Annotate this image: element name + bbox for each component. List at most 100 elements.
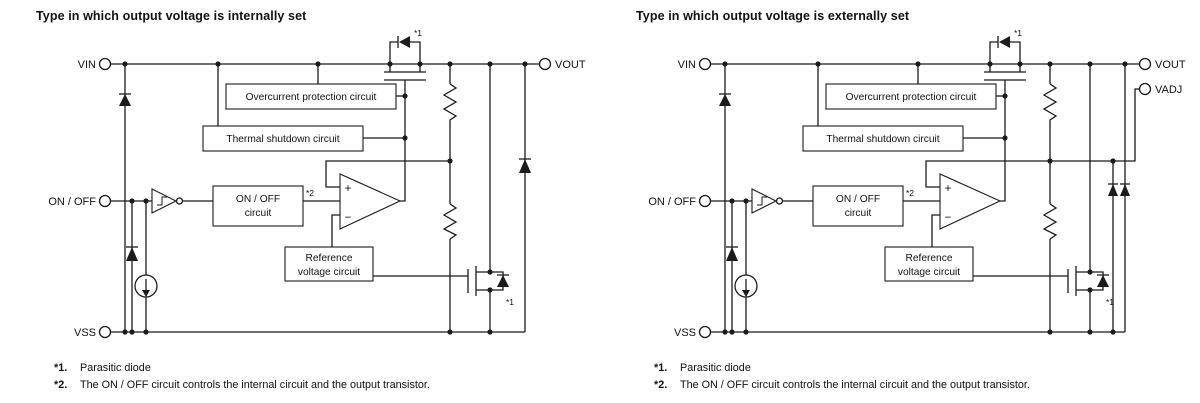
footnote-1-label: *1. — [654, 362, 668, 374]
parasitic-diode-top-icon — [997, 36, 1010, 48]
vss-label: VSS — [74, 327, 96, 339]
terminals: VIN VOUT ON / OFF VSS — [48, 57, 586, 339]
esd-diode-vadj-icon — [1108, 183, 1118, 196]
onoff-label-2: circuit — [845, 208, 872, 219]
feedback-divider — [1042, 64, 1058, 332]
footnote-1: *1. Parasitic diode — [654, 360, 1200, 377]
pass-transistor: *1 — [984, 28, 1026, 81]
footnotes: *1. Parasitic diode *2. The ON / OFF circu… — [654, 360, 1200, 394]
footnote-1-text: Parasitic diode — [680, 362, 751, 374]
thermal-box: Thermal shutdown circuit — [202, 125, 364, 152]
current-source-icon — [734, 274, 758, 298]
top-diode-mark: *1 — [414, 28, 422, 38]
esd-diode-output-icon — [519, 158, 531, 173]
panel-title: Type in which output voltage is internal… — [36, 9, 307, 23]
vout-label: VOUT — [1155, 59, 1186, 71]
opamp-minus: − — [945, 212, 952, 224]
vin-terminal — [698, 57, 712, 71]
circuit-diagram-external: *1 — [648, 28, 1186, 339]
resistor-upper — [442, 83, 458, 124]
output-transistor: *1 — [1067, 266, 1114, 307]
onoff-control-mark: *2 — [306, 188, 314, 198]
onoff-label: ON / OFF — [648, 196, 696, 208]
vin-terminal — [98, 57, 112, 71]
onoff-box: ON / OFF circuit — [212, 185, 304, 227]
overcurrent-box: Overcurrent protection circuit — [225, 83, 397, 110]
footnote-2: *2. The ON / OFF circuit controls the int… — [54, 377, 600, 394]
schmitt-trigger-icon — [151, 188, 184, 214]
thermal-label: Thermal shutdown circuit — [226, 134, 339, 145]
parasitic-diode-top-icon — [397, 36, 410, 48]
vss-terminal — [98, 325, 112, 339]
onoff-terminal — [698, 194, 712, 208]
opamp-minus: − — [345, 212, 352, 224]
footnote-2-text: The ON / OFF circuit controls the intern… — [680, 379, 1030, 391]
terminals: VIN VOUT VADJ ON / OFF VSS — [648, 57, 1186, 339]
vout-terminal — [1138, 57, 1152, 71]
thermal-label: Thermal shutdown circuit — [826, 134, 939, 145]
schmitt-trigger-icon — [751, 188, 784, 214]
esd-diode-left-icon — [119, 93, 131, 106]
reference-box: Reference voltage circuit — [884, 246, 974, 282]
reference-label-1: Reference — [905, 253, 952, 264]
vadj-terminal — [1138, 82, 1152, 96]
esd-diode-onoff-icon — [726, 246, 738, 261]
footnote-2-text: The ON / OFF circuit controls the intern… — [80, 379, 430, 391]
error-amplifier: + − — [939, 173, 1002, 230]
reference-label-2: voltage circuit — [898, 267, 960, 278]
wires — [111, 63, 539, 333]
fet-diode-mark: *1 — [506, 297, 514, 307]
feedback-divider — [442, 64, 458, 332]
footnote-1-label: *1. — [54, 362, 68, 374]
onoff-label: ON / OFF — [48, 196, 96, 208]
vss-label: VSS — [674, 327, 696, 339]
junction-dots — [722, 61, 1128, 335]
panel-internally-set: Type in which output voltage is internal… — [36, 9, 600, 394]
panel-externally-set: Type in which output voltage is external… — [600, 0, 1200, 403]
resistor-lower — [1042, 203, 1058, 240]
opamp-plus: + — [345, 183, 352, 195]
junction-dots — [122, 61, 528, 335]
overcurrent-label: Overcurrent protection circuit — [846, 92, 977, 103]
output-transistor: *1 — [467, 266, 514, 307]
esd-diode-onoff-icon — [126, 246, 138, 261]
esd-diode-left-icon — [719, 93, 731, 106]
footnote-2: *2. The ON / OFF circuit controls the int… — [654, 377, 1200, 394]
current-source-icon — [134, 274, 158, 298]
reference-box: Reference voltage circuit — [284, 246, 374, 282]
reference-label-2: voltage circuit — [298, 267, 360, 278]
footnotes: *1. Parasitic diode *2. The ON / OFF circu… — [54, 360, 600, 394]
footnote-1: *1. Parasitic diode — [54, 360, 600, 377]
onoff-label-1: ON / OFF — [236, 194, 280, 205]
panel-title: Type in which output voltage is external… — [636, 9, 910, 23]
opamp-plus: + — [945, 183, 952, 195]
error-amplifier: + − — [339, 173, 402, 230]
footnote-1-text: Parasitic diode — [80, 362, 151, 374]
pass-transistor: *1 — [384, 28, 426, 81]
footnote-2-label: *2. — [654, 379, 668, 391]
onoff-label-1: ON / OFF — [836, 194, 880, 205]
overcurrent-box: Overcurrent protection circuit — [825, 83, 997, 110]
vadj-label: VADJ — [1155, 84, 1182, 96]
thermal-box: Thermal shutdown circuit — [802, 125, 964, 152]
resistor-upper — [1042, 83, 1058, 124]
vin-label: VIN — [78, 59, 96, 71]
onoff-label-2: circuit — [245, 208, 272, 219]
top-diode-mark: *1 — [1014, 28, 1022, 38]
fet-diode-mark: *1 — [1106, 297, 1114, 307]
body-diode-icon — [497, 274, 509, 287]
vss-terminal — [698, 325, 712, 339]
wires — [711, 63, 1139, 333]
vout-label: VOUT — [555, 59, 586, 71]
circuit-diagram-internal: *1 — [48, 28, 586, 339]
vin-label: VIN — [678, 59, 696, 71]
esd-diode-output-icon — [1120, 183, 1130, 196]
footnote-2-label: *2. — [54, 379, 68, 391]
onoff-control-mark: *2 — [906, 188, 914, 198]
onoff-box: ON / OFF circuit — [812, 185, 904, 227]
onoff-terminal — [98, 194, 112, 208]
resistor-lower — [442, 203, 458, 240]
overcurrent-label: Overcurrent protection circuit — [246, 92, 377, 103]
vout-terminal — [538, 57, 552, 71]
